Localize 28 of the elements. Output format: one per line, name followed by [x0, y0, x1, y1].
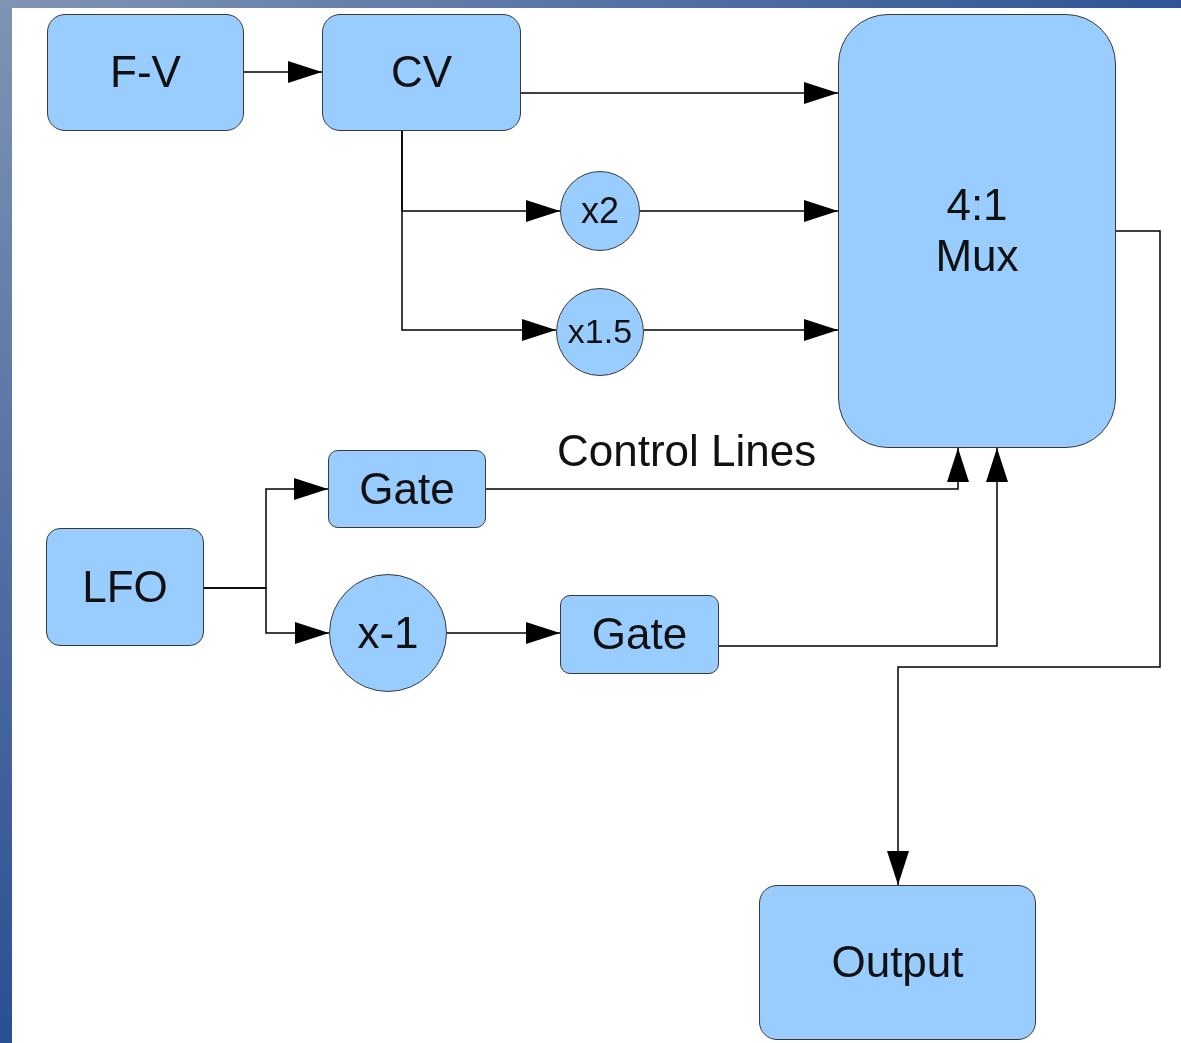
node-label: CV — [390, 47, 453, 98]
process-box — [322, 14, 521, 131]
process-box — [759, 885, 1036, 1040]
arrow — [718, 447, 1008, 647]
process-box — [47, 14, 244, 131]
annotation-label: Control Lines — [557, 426, 817, 476]
arrow — [485, 447, 969, 490]
node-label: x-1 — [357, 607, 419, 659]
arrow — [520, 82, 839, 104]
node-label: Gate — [591, 609, 688, 660]
process-box — [328, 450, 486, 528]
node-label: x1.5 — [567, 312, 633, 352]
node-label: LFO — [82, 561, 168, 613]
arrow — [887, 230, 1161, 886]
node-label: 4:1 Mux — [934, 180, 1020, 282]
arrow — [243, 61, 323, 83]
node-label: Output — [831, 937, 964, 988]
arrow — [639, 200, 839, 222]
node-label: F-V — [110, 47, 181, 98]
process-box — [838, 14, 1116, 448]
arrow — [401, 130, 557, 341]
node-label: Gate — [359, 463, 455, 515]
arrow — [446, 622, 561, 644]
arrow — [643, 319, 839, 341]
arrow — [203, 587, 330, 644]
process-box — [560, 595, 719, 674]
process-box — [46, 528, 204, 646]
node-label: x2 — [581, 190, 619, 232]
